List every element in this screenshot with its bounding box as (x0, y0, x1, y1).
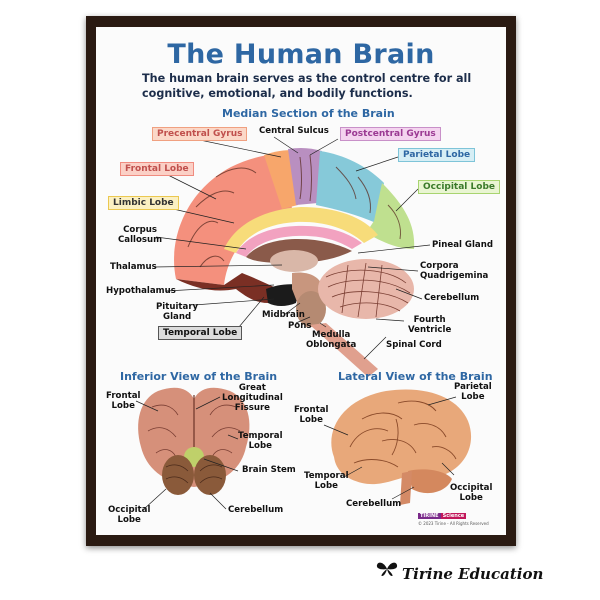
thalamus-label: Thalamus (110, 262, 157, 272)
footer-brand-text: Tirine Education (402, 565, 544, 583)
parietal-lobe-label: Parietal Lobe (398, 148, 476, 162)
precentral-gyrus-label: Precentral Gyrus (152, 127, 248, 141)
lateral-occipital-lobe-label: Occipital Lobe (450, 483, 493, 503)
limbic-lobe-label: Limbic Lobe (108, 196, 179, 210)
inferior-temporal-lobe-label: Temporal Lobe (238, 431, 283, 451)
inferior-view-heading: Inferior View of the Brain (120, 370, 278, 383)
pons-region (296, 291, 326, 327)
spinal-cord-region (310, 323, 378, 377)
cerebellum-region (318, 259, 414, 319)
occipital-lobe-region (366, 183, 415, 249)
postcentral-gyrus-label: Postcentral Gyrus (340, 127, 441, 141)
fourth-ventricle-label: Fourth Ventricle (408, 315, 452, 335)
lateral-view-diagram (323, 389, 472, 505)
corpus-callosum-label: Corpus Callosum (118, 225, 163, 245)
temporal-lobe-label: Temporal Lobe (158, 326, 243, 340)
lateral-cerebellum-label: Cerebellum (346, 499, 402, 509)
parietal-lobe-region (316, 151, 384, 223)
copyright-text: © 2023 Tirine - All Rights Reserved (418, 521, 489, 526)
butterfly-icon (376, 562, 398, 576)
frontal-lobe-region (174, 153, 292, 285)
central-sulcus-label: Central Sulcus (259, 126, 329, 136)
spinal-cord-label: Spinal Cord (386, 340, 442, 350)
lateral-frontal-lobe-label: Frontal Lobe (294, 405, 329, 425)
brand-science: Science (440, 513, 467, 519)
corpus-callosum-region (236, 225, 362, 257)
brand-name: TIRINE (418, 513, 441, 519)
pituitary-gland-label: Pituitary Gland (156, 302, 199, 322)
postcentral-gyrus-region (288, 147, 322, 205)
brain-illustrations (135, 134, 472, 510)
brain-stem-label: Brain Stem (242, 465, 296, 475)
medulla-oblongata-label: Medulla Oblongata (306, 330, 357, 350)
frontal-lobe-label: Frontal Lobe (120, 162, 194, 176)
inferior-frontal-lobe-label: Frontal Lobe (106, 391, 141, 411)
poster-subtitle: The human brain serves as the control ce… (142, 72, 472, 100)
corpora-quadrigemina-label: Corpora Quadrigemina (420, 261, 489, 281)
lateral-temporal-lobe-label: Temporal Lobe (304, 471, 349, 491)
pons-label: Pons (288, 321, 312, 331)
pineal-gland-label: Pineal Gland (432, 240, 493, 250)
lateral-parietal-lobe-label: Parietal Lobe (454, 382, 492, 402)
thalamus-region (270, 250, 318, 272)
poster-title: The Human Brain (167, 39, 435, 70)
median-section-diagram (153, 134, 431, 377)
great-longitudinal-fissure-label: Great Longitudinal Fissure (222, 383, 283, 413)
lateral-view-heading: Lateral View of the Brain (338, 370, 493, 383)
inferior-cerebellum-label: Cerebellum (228, 505, 284, 515)
inferior-occipital-lobe-label: Occipital Lobe (108, 505, 151, 525)
occipital-lobe-label: Occipital Lobe (418, 180, 500, 194)
hypothalamus-label: Hypothalamus (106, 286, 176, 296)
poster: The Human Brain The human brain serves a… (96, 27, 506, 535)
temporal-lobe-region (176, 273, 278, 303)
limbic-lobe-region (224, 207, 378, 253)
precentral-gyrus-region (264, 150, 298, 209)
midbrain-label: Midbrain (262, 310, 305, 320)
inferior-view-diagram (135, 387, 250, 510)
cerebellum-label: Cerebellum (424, 293, 480, 303)
median-section-heading: Median Section of the Brain (222, 107, 395, 120)
